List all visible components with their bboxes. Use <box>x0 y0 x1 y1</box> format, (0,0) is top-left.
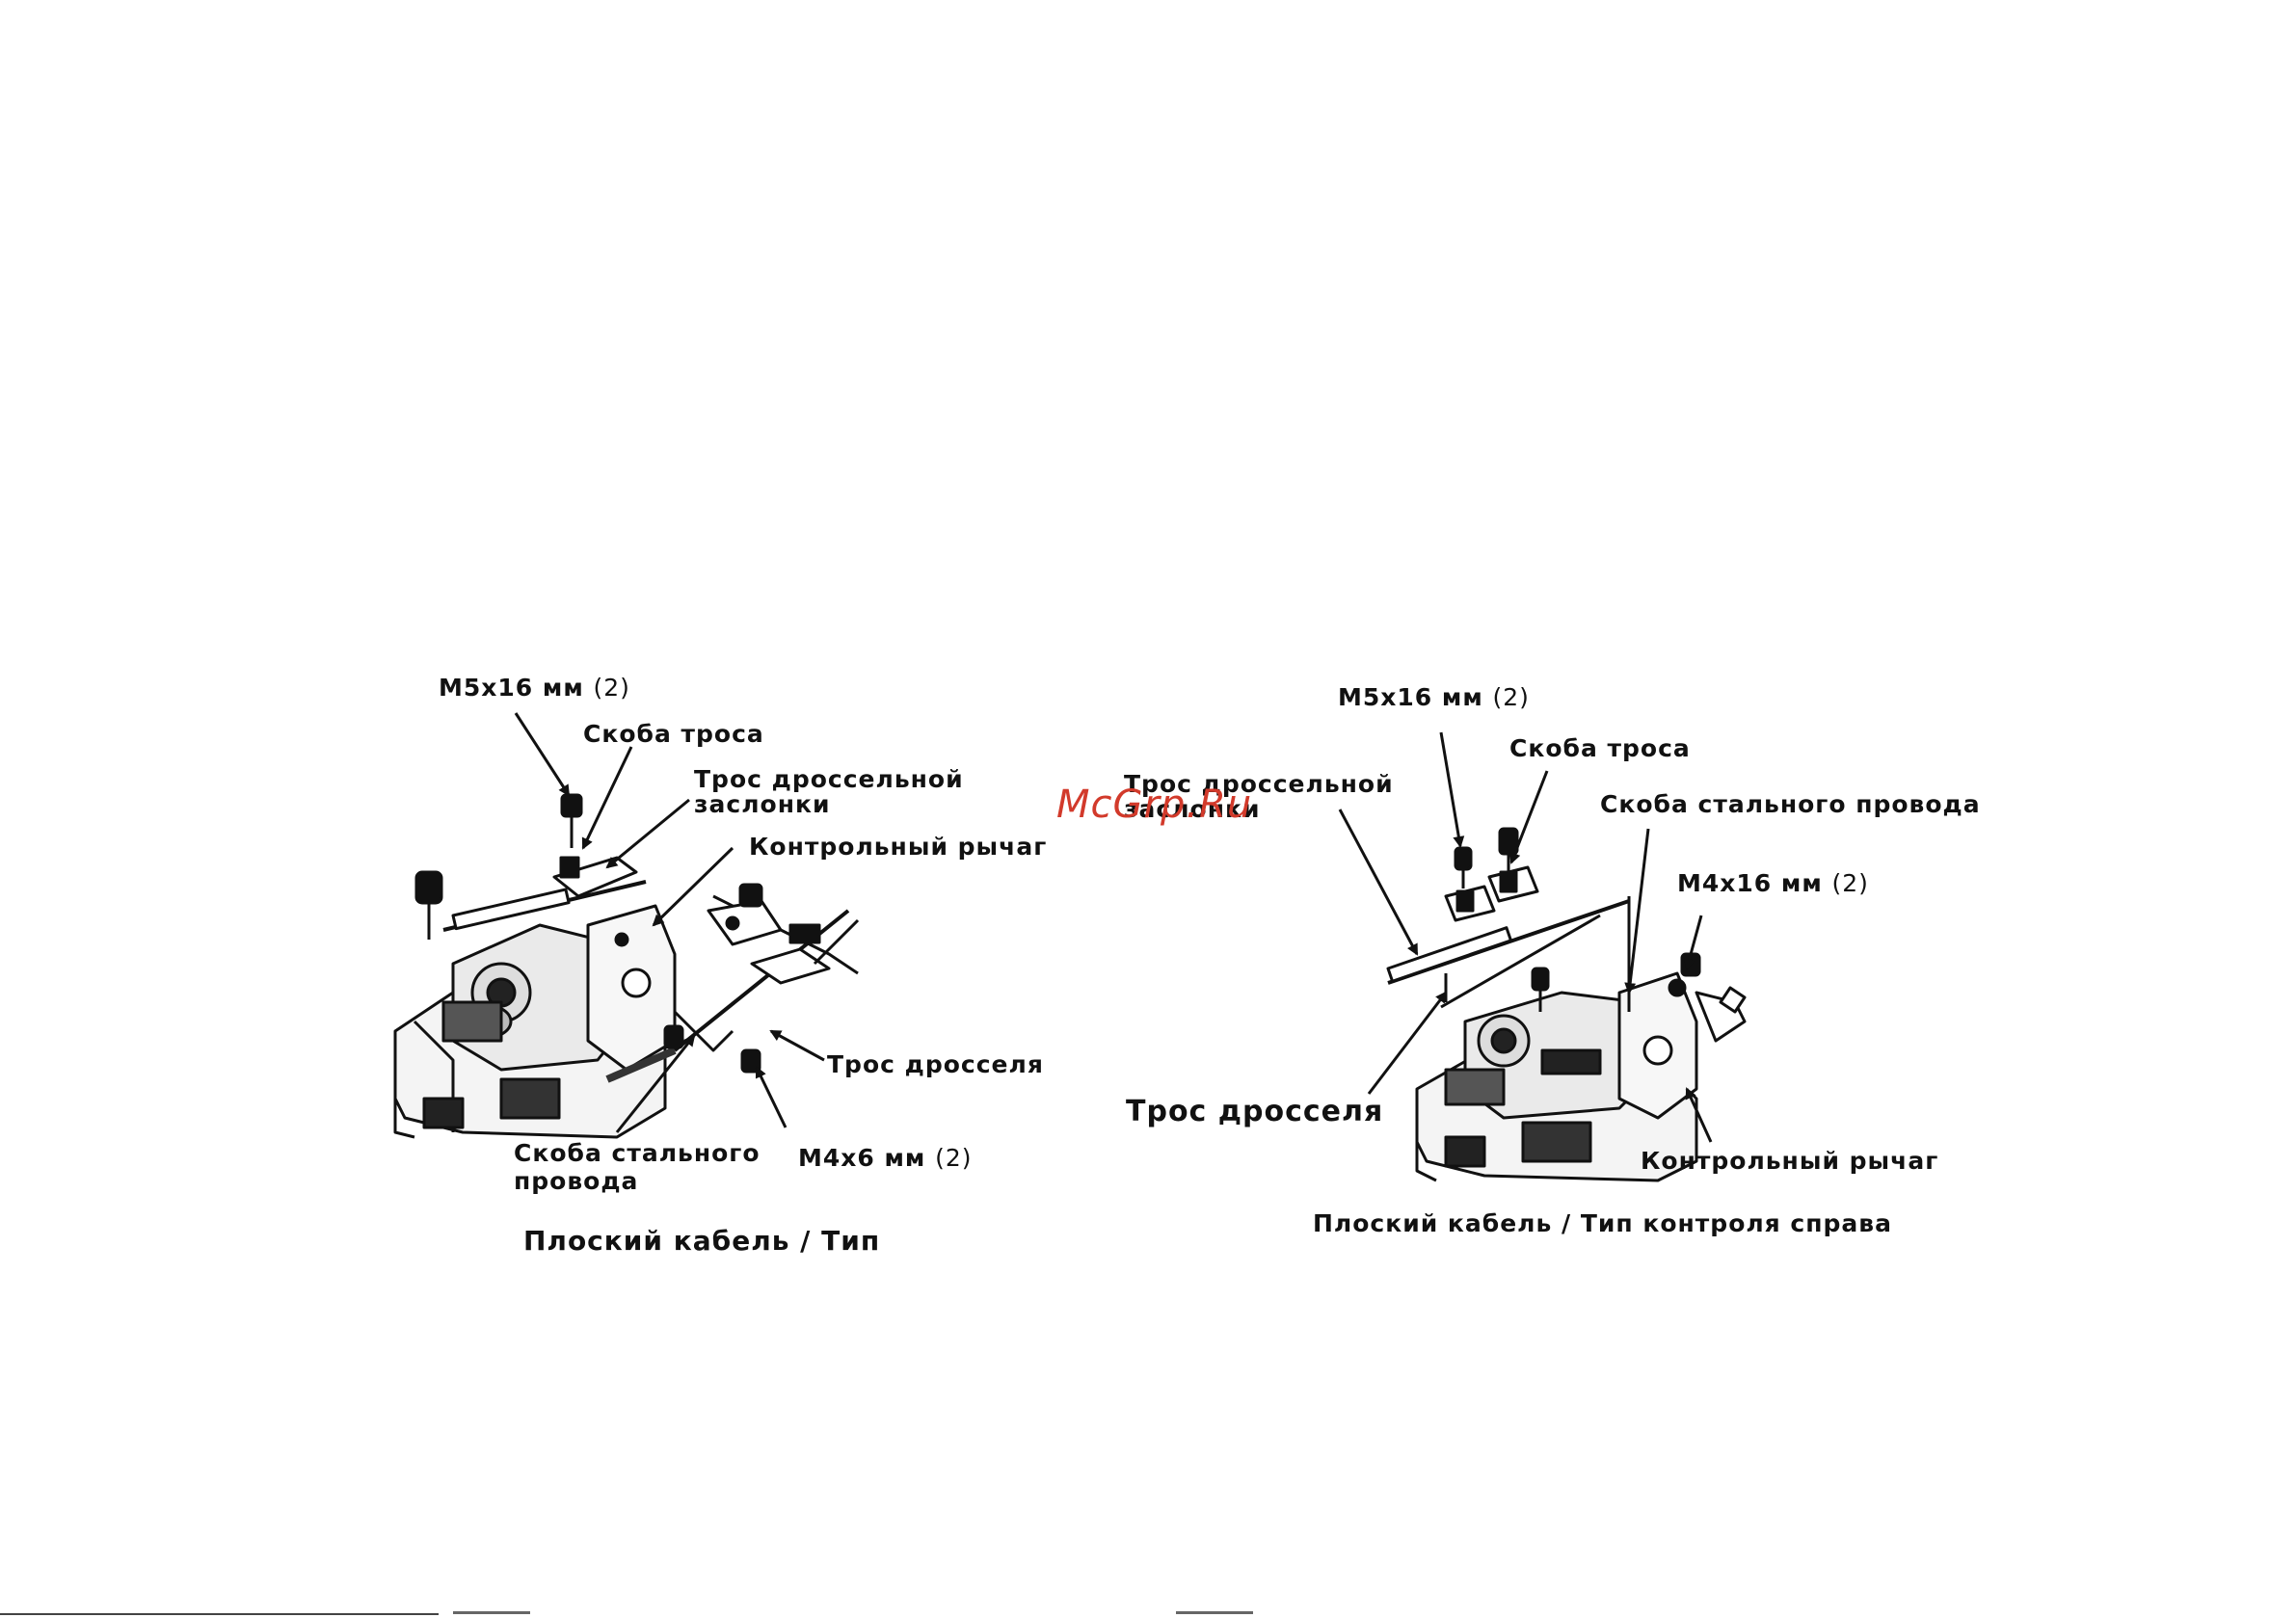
left-label-wire-bracket-line1: Скоба стального <box>514 1139 761 1167</box>
right-label-bolt-m5: М5x16 мм (2) <box>1338 684 1530 711</box>
left-label-cable-bracket: Скоба троса <box>583 720 764 748</box>
right-engine-assembly <box>1386 827 1747 1182</box>
footer-tick-left <box>453 1611 530 1614</box>
footer-tick-right <box>1176 1611 1253 1614</box>
right-bolt-m5-qty: (2) <box>1492 683 1530 711</box>
left-label-choke-cable-line2: заслонки <box>694 790 831 818</box>
right-leader-lines <box>1338 731 1713 1143</box>
left-diagram-caption: Плоский кабель / Тип <box>523 1225 881 1257</box>
left-leader-lines <box>514 712 825 1133</box>
left-engine-assembly <box>393 793 860 1139</box>
footer-divider <box>0 1613 439 1615</box>
left-bolt-m4-size: М4x6 мм <box>798 1144 926 1172</box>
left-label-choke-cable-line1: Трос дроссельной <box>694 765 964 793</box>
left-label-bolt-m4: М4x6 мм (2) <box>798 1145 973 1172</box>
right-label-control-lever: Контрольный рычаг <box>1641 1147 1939 1175</box>
left-label-throttle-cable: Трос дросселя <box>827 1050 1044 1078</box>
left-label-control-lever: Контрольный рычаг <box>749 833 1048 861</box>
right-bolt-m5-size: М5x16 мм <box>1338 683 1483 711</box>
left-label-wire-bracket-line2: провода <box>514 1167 639 1195</box>
left-bolt-m5-qty: (2) <box>593 674 630 702</box>
right-bolt-m4-size: М4x16 мм <box>1677 869 1823 897</box>
right-label-wire-bracket: Скоба стального провода <box>1600 790 1981 818</box>
right-diagram-caption: Плоский кабель / Тип контроля справа <box>1313 1209 1892 1237</box>
right-label-cable-bracket: Скоба троса <box>1509 734 1691 762</box>
right-label-choke-cable-line1: Трос дроссельной <box>1124 770 1394 798</box>
right-bolt-m4-qty: (2) <box>1831 869 1869 897</box>
left-label-bolt-m5: М5x16 мм (2) <box>439 675 630 702</box>
left-bolt-m4-qty: (2) <box>935 1144 973 1172</box>
right-label-bolt-m4: М4x16 мм (2) <box>1677 870 1869 897</box>
right-label-choke-cable-line2: заслонки <box>1124 795 1261 823</box>
watermark-text: McGrp.Ru <box>1056 782 1253 827</box>
left-bolt-m5-size: М5x16 мм <box>439 674 584 702</box>
right-label-throttle-cable: Трос дросселя <box>1126 1095 1384 1128</box>
